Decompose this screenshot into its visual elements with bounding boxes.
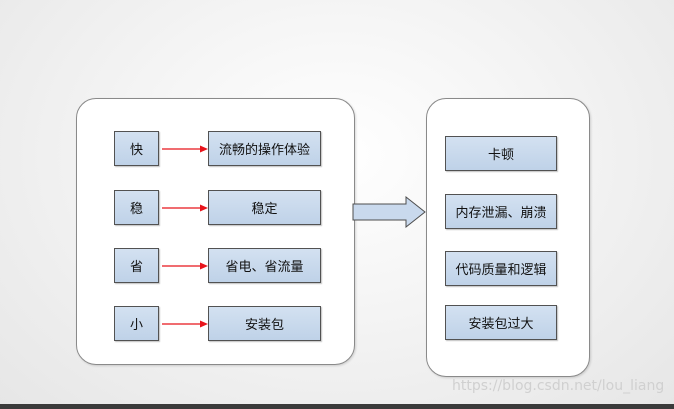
goal-box-save: 省 — [114, 248, 159, 283]
goal-detail-box-package: 安装包 — [208, 306, 321, 341]
bottom-edge-bar — [0, 404, 674, 409]
goal-detail-box-stable: 稳定 — [208, 190, 321, 225]
watermark-text: https://blog.csdn.net/lou_liang — [452, 378, 665, 394]
problem-box-lag: 卡顿 — [445, 136, 557, 171]
connector-arrow — [162, 320, 208, 328]
problem-box-code-quality: 代码质量和逻辑 — [445, 251, 557, 286]
goal-detail-box-power: 省电、省流量 — [208, 248, 321, 283]
problem-box-large-package: 安装包过大 — [445, 305, 557, 340]
goal-box-fast: 快 — [114, 131, 159, 166]
goal-box-stable: 稳 — [114, 190, 159, 225]
connector-arrow — [162, 204, 208, 212]
goal-detail-box-smooth: 流畅的操作体验 — [208, 131, 321, 166]
problem-box-memory-crash: 内存泄漏、崩溃 — [445, 194, 557, 229]
connector-arrow — [162, 145, 208, 153]
connector-arrow — [162, 262, 208, 270]
goal-box-small: 小 — [114, 306, 159, 341]
big-right-arrow — [352, 196, 426, 228]
